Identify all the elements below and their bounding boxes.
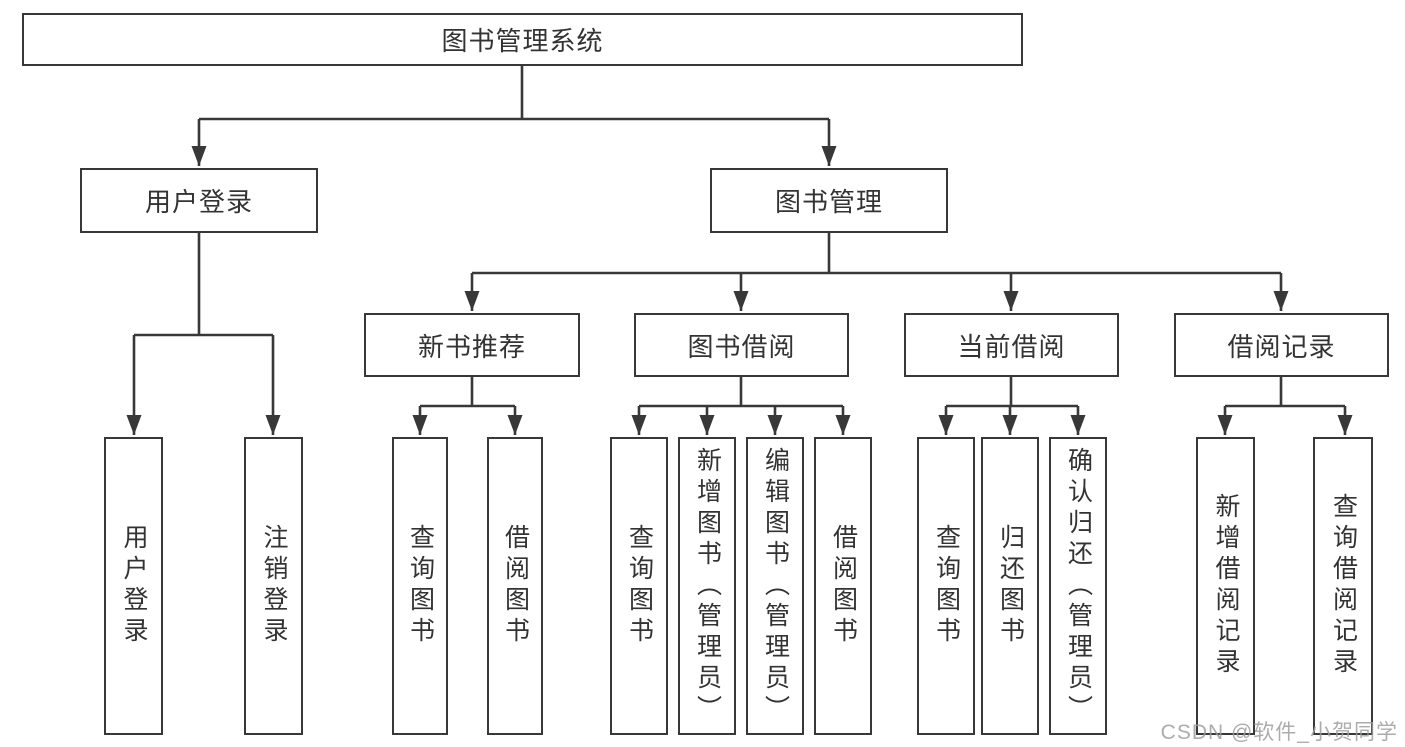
- leaf-return-book-label: 归还图书: [996, 524, 1025, 648]
- leaf-query-book-2-label: 查询图书: [625, 524, 654, 648]
- leaf-edit-book-admin-label: 编辑图书（管理员）: [761, 446, 790, 726]
- csdn-watermark: CSDN @软件_小贺同学: [1160, 721, 1398, 744]
- leaf-query-book-3: 查询图书: [917, 437, 975, 735]
- node-user-login: 用户登录: [80, 168, 318, 233]
- leaf-add-book-admin-label: 新增图书（管理员）: [693, 446, 722, 726]
- node-new-book-recommend-label: 新书推荐: [417, 331, 526, 362]
- node-book-borrow-label: 图书借阅: [687, 331, 796, 362]
- node-borrow-record: 借阅记录: [1174, 313, 1389, 377]
- leaf-logout: 注销登录: [244, 437, 303, 735]
- leaf-user-login-label: 用户登录: [120, 524, 148, 648]
- leaf-query-book-1-label: 查询图书: [406, 524, 435, 648]
- leaf-add-book-admin: 新增图书（管理员）: [678, 437, 736, 735]
- connector-trunks: [134, 66, 1345, 408]
- leaf-confirm-return-admin-label: 确认归还（管理员）: [1064, 446, 1093, 726]
- leaf-borrow-book-2-label: 借阅图书: [829, 524, 858, 648]
- leaf-borrow-book-1: 借阅图书: [487, 437, 543, 735]
- node-user-login-label: 用户登录: [144, 187, 253, 217]
- node-book-management-label: 图书管理: [774, 187, 883, 217]
- leaf-user-login: 用户登录: [104, 437, 163, 735]
- node-book-management: 图书管理: [710, 168, 948, 233]
- leaf-add-borrow-record-label: 新增借阅记录: [1212, 493, 1240, 679]
- leaf-return-book: 归还图书: [981, 437, 1039, 735]
- node-book-borrow: 图书借阅: [634, 313, 849, 377]
- node-current-borrow-label: 当前借阅: [957, 331, 1066, 362]
- node-root: 图书管理系统: [22, 13, 1023, 66]
- leaf-edit-book-admin: 编辑图书（管理员）: [746, 437, 804, 735]
- leaf-confirm-return-admin: 确认归还（管理员）: [1049, 437, 1107, 735]
- leaf-query-book-1: 查询图书: [392, 437, 448, 735]
- leaf-borrow-book-2: 借阅图书: [814, 437, 872, 735]
- leaf-query-borrow-record-label: 查询借阅记录: [1329, 493, 1358, 679]
- leaf-query-borrow-record: 查询借阅记录: [1313, 437, 1373, 735]
- leaf-query-book-2: 查询图书: [610, 437, 668, 735]
- node-root-label: 图书管理系统: [441, 26, 604, 56]
- leaf-logout-label: 注销登录: [260, 524, 288, 648]
- node-borrow-record-label: 借阅记录: [1227, 331, 1336, 362]
- node-new-book-recommend: 新书推荐: [364, 313, 580, 377]
- leaf-query-book-3-label: 查询图书: [932, 524, 961, 648]
- node-current-borrow: 当前借阅: [904, 313, 1119, 377]
- leaf-borrow-book-1-label: 借阅图书: [501, 524, 530, 648]
- leaf-add-borrow-record: 新增借阅记录: [1196, 437, 1255, 735]
